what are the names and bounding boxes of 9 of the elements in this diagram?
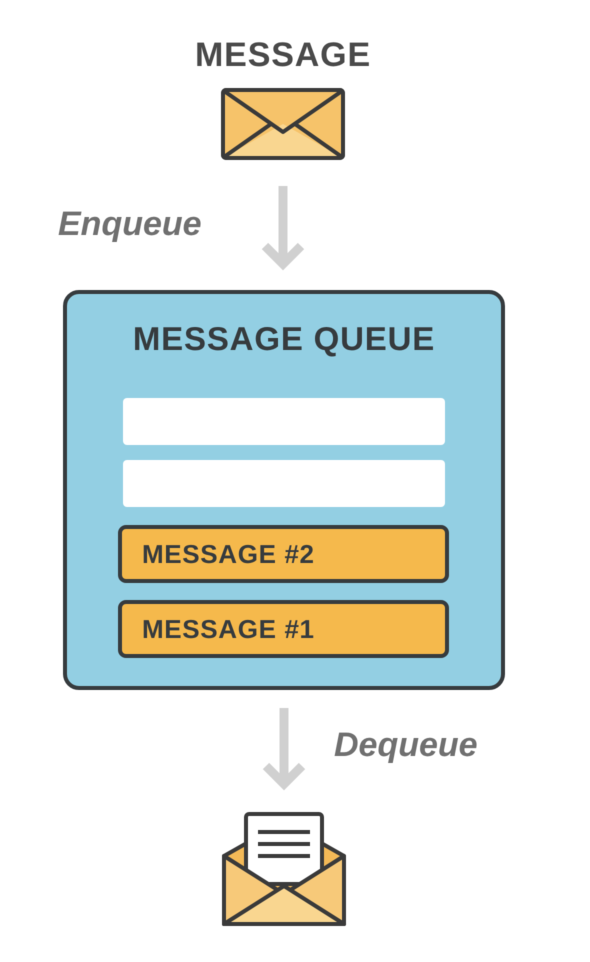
queue-title: MESSAGE QUEUE (132, 322, 436, 355)
empty-slot (123, 398, 445, 445)
arrow (260, 186, 306, 268)
message-bar: MESSAGE #2 (118, 525, 449, 583)
queue-container (63, 290, 505, 690)
arrow (262, 708, 306, 788)
message-bar: MESSAGE #1 (118, 600, 449, 658)
empty-slot (123, 460, 445, 507)
node-title: MESSAGE (195, 38, 371, 72)
